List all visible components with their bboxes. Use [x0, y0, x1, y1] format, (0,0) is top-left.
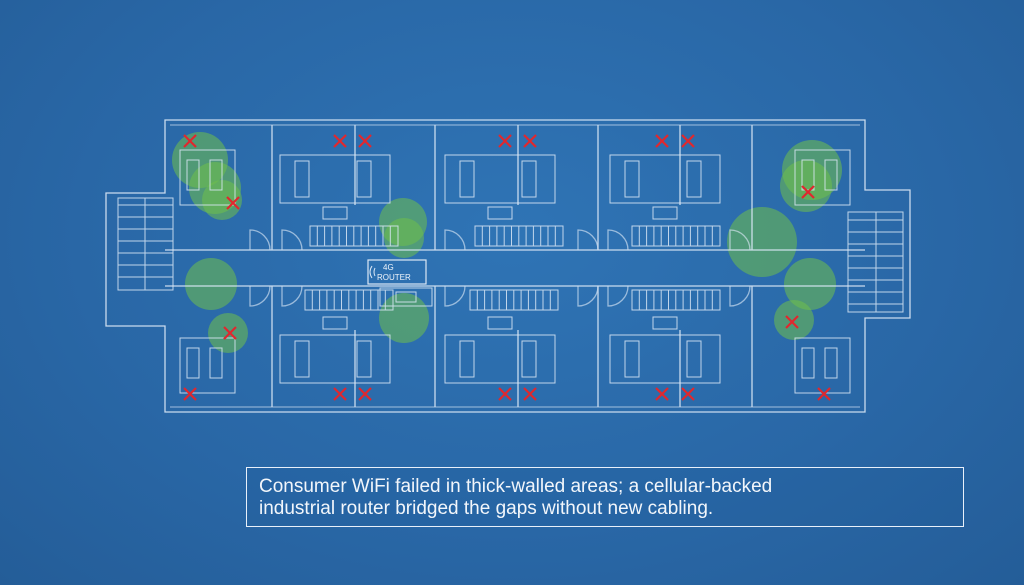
- radiator: [631, 225, 721, 247]
- inner-outline: [170, 124, 860, 408]
- nightstand: [487, 316, 513, 330]
- coverage-circle: [780, 160, 832, 212]
- bed: [444, 154, 556, 204]
- dead-zone-x: [498, 134, 512, 148]
- dead-zone-x: [681, 387, 695, 401]
- dead-zone-markers: [183, 134, 831, 401]
- chair: [521, 340, 537, 378]
- end-room-chair: [824, 347, 838, 379]
- end-room-chair: [209, 159, 223, 191]
- door-swing: [281, 285, 303, 307]
- router-label-line1: 4G: [383, 263, 394, 272]
- chair: [459, 340, 475, 378]
- dead-zone-x: [498, 387, 512, 401]
- end-room-chair: [801, 347, 815, 379]
- bed: [279, 334, 391, 384]
- dead-zone-x: [655, 387, 669, 401]
- chair: [521, 160, 537, 198]
- caption-line-1: Consumer WiFi failed in thick-walled are…: [259, 476, 773, 497]
- radiator: [474, 225, 564, 247]
- chair: [294, 160, 310, 198]
- end-room-bed: [179, 337, 236, 394]
- dead-zone-x: [183, 387, 197, 401]
- end-room-chair: [186, 159, 200, 191]
- door-swing: [729, 285, 751, 307]
- dead-zone-x: [681, 134, 695, 148]
- door-swing: [577, 285, 599, 307]
- coverage-circle: [727, 207, 797, 277]
- door-swing: [607, 229, 629, 251]
- stairs-right: [847, 211, 904, 313]
- dead-zone-x: [785, 315, 799, 329]
- bed: [609, 334, 721, 384]
- coverage-circle: [784, 258, 836, 310]
- signal-icon: [369, 265, 376, 279]
- coverage-circle: [208, 313, 248, 353]
- door-swing: [607, 285, 629, 307]
- router-device: [379, 287, 433, 307]
- end-room-bed: [794, 337, 851, 394]
- furniture: [117, 149, 904, 394]
- door-swing: [577, 229, 599, 251]
- caption-box: Consumer WiFi failed in thick-walled are…: [246, 467, 964, 527]
- end-room-chair: [824, 159, 838, 191]
- radiator: [309, 225, 399, 247]
- nightstand: [652, 206, 678, 220]
- coverage-circle: [384, 218, 424, 258]
- chair: [356, 340, 372, 378]
- dead-zone-x: [358, 387, 372, 401]
- dead-zone-x: [801, 185, 815, 199]
- dead-zone-x: [223, 326, 237, 340]
- door-swing: [281, 229, 303, 251]
- dead-zone-x: [817, 387, 831, 401]
- end-room-bed: [794, 149, 851, 206]
- end-room-chair: [186, 347, 200, 379]
- chair: [459, 160, 475, 198]
- coverage-circle: [185, 258, 237, 310]
- radiator: [304, 289, 394, 311]
- nightstand: [652, 316, 678, 330]
- bed: [609, 154, 721, 204]
- radiator: [469, 289, 559, 311]
- dead-zone-x: [226, 196, 240, 210]
- chair: [686, 340, 702, 378]
- chair: [294, 340, 310, 378]
- dead-zone-x: [655, 134, 669, 148]
- bed: [279, 154, 391, 204]
- dead-zone-x: [523, 134, 537, 148]
- door-swing: [444, 229, 466, 251]
- building-outline: [105, 119, 911, 413]
- door-swing: [729, 229, 751, 251]
- door-swing: [444, 285, 466, 307]
- stairs-left: [117, 197, 174, 291]
- router-label: 4G ROUTER: [367, 259, 427, 285]
- chair: [624, 340, 640, 378]
- dead-zone-x: [333, 387, 347, 401]
- chair: [624, 160, 640, 198]
- dead-zone-x: [358, 134, 372, 148]
- walls: [105, 119, 911, 413]
- nightstand: [322, 206, 348, 220]
- radiator: [631, 289, 721, 311]
- dead-zone-x: [523, 387, 537, 401]
- chair: [356, 160, 372, 198]
- caption-line-2: industrial router bridged the gaps witho…: [259, 498, 714, 519]
- dead-zone-x: [333, 134, 347, 148]
- end-room-bed: [179, 149, 236, 206]
- router-label-line2: ROUTER: [377, 273, 411, 282]
- nightstand: [487, 206, 513, 220]
- dead-zone-x: [183, 134, 197, 148]
- door-swing: [249, 285, 271, 307]
- bed: [444, 334, 556, 384]
- nightstand: [322, 316, 348, 330]
- end-room-chair: [209, 347, 223, 379]
- door-swing: [249, 229, 271, 251]
- end-room-chair: [801, 159, 815, 191]
- chair: [686, 160, 702, 198]
- router-device-screen: [395, 291, 417, 303]
